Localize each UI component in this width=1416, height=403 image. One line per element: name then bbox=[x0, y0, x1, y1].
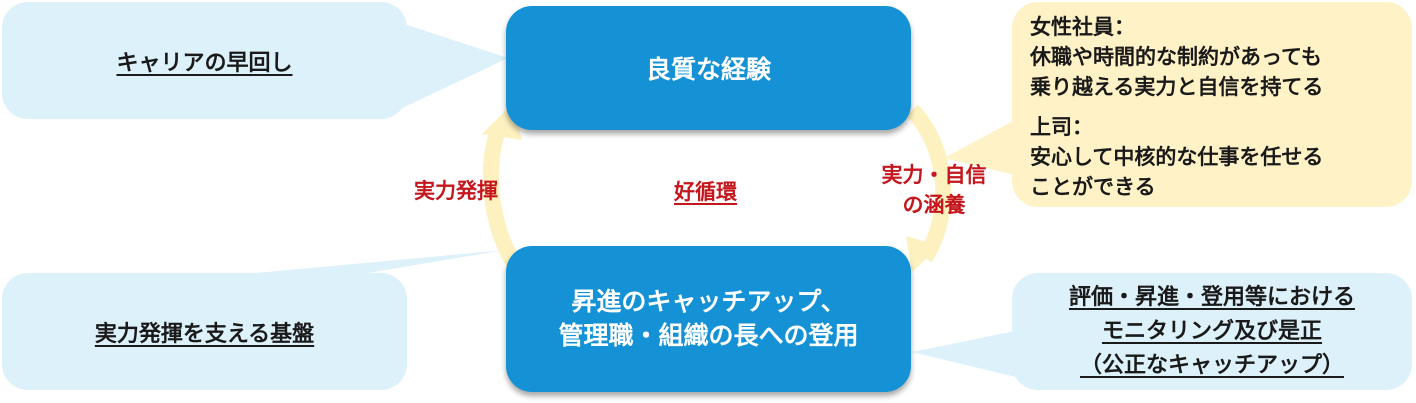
note-boss-line2: ことができる bbox=[1030, 175, 1156, 199]
cycle-label-confidence: 実力・自信 の涵養 bbox=[878, 160, 990, 220]
note-effects: 女性社員： 休職や時間的な制約があっても 乗り越える実力と自信を持てる 上司： … bbox=[1012, 2, 1412, 207]
box-promotion-line1: 昇進のキャッチアップ、 bbox=[571, 287, 846, 316]
callout-foundation: 実力発揮を支える基盤 bbox=[2, 273, 407, 390]
note-women-heading: 女性社員： bbox=[1030, 15, 1135, 39]
callout-tail-top-left bbox=[398, 22, 508, 110]
callout-monitoring: 評価・昇進・登用等における モニタリング及び是正 （公正なキャッチアップ） bbox=[1012, 273, 1412, 390]
note-women-line2: 乗り越える実力と自信を持てる bbox=[1030, 75, 1324, 99]
cycle-label-confidence-line1: 実力・自信 bbox=[881, 163, 987, 187]
callout-career-fast-track-label: キャリアの早回し bbox=[116, 50, 293, 76]
note-women-line1: 休職や時間的な制約があっても bbox=[1030, 45, 1322, 69]
box-promotion-line2: 管理職・組織の長への登用 bbox=[558, 321, 859, 350]
callout-tail-bottom-right bbox=[912, 330, 1020, 378]
box-quality-experience-label: 良質な経験 bbox=[645, 55, 771, 84]
cycle-label-confidence-line2: の涵養 bbox=[902, 193, 966, 217]
box-quality-experience: 良質な経験 bbox=[506, 6, 911, 130]
cycle-arrowhead-right bbox=[906, 236, 940, 272]
callout-tail-bottom-left bbox=[225, 250, 505, 276]
callout-monitoring-line3: （公正なキャッチアップ） bbox=[1079, 352, 1344, 378]
note-boss-heading: 上司： bbox=[1030, 115, 1093, 139]
callout-monitoring-line2: モニタリング及び是正 bbox=[1101, 318, 1322, 344]
callout-career-fast-track: キャリアの早回し bbox=[2, 2, 407, 119]
callout-foundation-label: 実力発揮を支える基盤 bbox=[94, 321, 315, 347]
note-boss-line1: 安心して中核的な仕事を任せる bbox=[1030, 145, 1324, 169]
callout-monitoring-line1: 評価・昇進・登用等における bbox=[1068, 284, 1355, 310]
cycle-label-virtuous: 好循環 bbox=[674, 180, 737, 204]
cycle-arrow-right bbox=[906, 104, 952, 263]
cycle-label-performance: 実力発揮 bbox=[414, 179, 498, 203]
note-tail bbox=[944, 120, 1015, 175]
box-promotion-catchup: 昇進のキャッチアップ、 管理職・組織の長への登用 bbox=[506, 246, 911, 392]
